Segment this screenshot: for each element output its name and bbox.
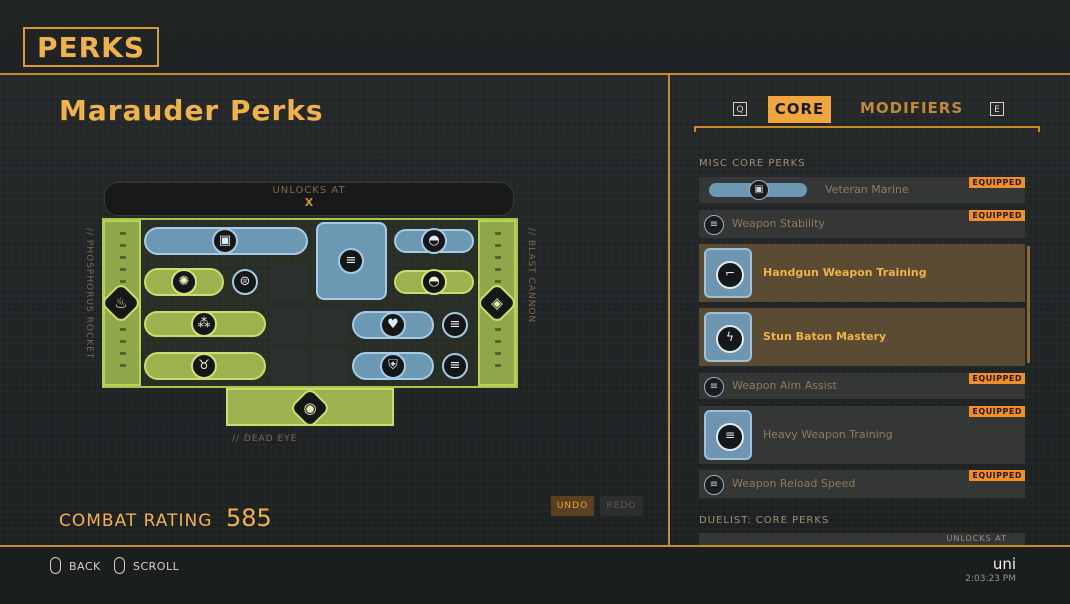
armor-icon[interactable]: ▣ <box>212 228 238 254</box>
perk-card: ≡ <box>704 410 752 460</box>
tab-underline <box>694 126 1040 132</box>
perk-label: Stun Baton Mastery <box>763 330 887 343</box>
empty-slot <box>312 307 348 343</box>
flame-icon: ♨ <box>114 294 128 312</box>
equipped-badge: EQUIPPED <box>969 210 1025 221</box>
gun-icon[interactable]: ≡ <box>442 312 468 338</box>
scrollbar[interactable] <box>1027 246 1030 363</box>
cannon-icon: ◈ <box>491 294 503 312</box>
bottom-bar <box>0 545 1070 604</box>
perk-row-weapon-stability[interactable]: ≡ Weapon Stability EQUIPPED <box>699 210 1025 238</box>
perk-label: Heavy Weapon Training <box>763 428 893 441</box>
eye-icon: ◉ <box>303 399 317 417</box>
redo-button[interactable]: REDO <box>600 496 643 516</box>
burst-icon[interactable]: ✺ <box>171 269 197 295</box>
perk-card: ⌐ <box>704 248 752 298</box>
reload-icon: ≡ <box>704 475 724 495</box>
heavy-weapon-icon: ≡ <box>716 423 744 451</box>
next-tab-key[interactable]: E <box>990 102 1004 116</box>
section-title: Marauder Perks <box>59 94 324 127</box>
equipped-badge: EQUIPPED <box>969 406 1025 417</box>
empty-slot <box>271 265 307 301</box>
panel-divider <box>668 73 670 545</box>
unlock-banner: UNLOCKS AT X <box>104 182 514 216</box>
stability-icon: ≡ <box>704 215 724 235</box>
perk-label: Veteran Marine <box>825 183 909 196</box>
undo-button[interactable]: UNDO <box>551 496 594 516</box>
gun-icon[interactable]: ≡ <box>442 353 468 379</box>
duelist-unlock-text: UNLOCKS AT <box>946 534 1007 543</box>
perk-card: ϟ <box>704 312 752 362</box>
ammo-icon[interactable]: ⁂ <box>191 311 217 337</box>
left-column-label: // PHOSPHORUS ROCKET <box>84 228 94 360</box>
page-title: PERKS <box>23 27 159 67</box>
perk-row-weapon-aim-assist[interactable]: ≡ Weapon Aim Assist EQUIPPED <box>699 373 1025 399</box>
equipped-badge: EQUIPPED <box>969 177 1025 188</box>
misc-core-perks-header: MISC CORE PERKS <box>699 158 806 169</box>
right-column-label: // BLAST CANNON <box>526 228 536 324</box>
username: uni <box>992 555 1016 573</box>
unlock-banner-value: X <box>304 196 314 209</box>
tab-modifiers[interactable]: MODIFIERS <box>860 99 964 117</box>
back-button[interactable]: BACK <box>69 560 101 573</box>
perk-label: Weapon Stability <box>732 217 825 230</box>
mouse-left-click-icon <box>50 557 61 574</box>
dome-icon[interactable]: ◓ <box>421 228 447 254</box>
perk-row-handgun-weapon-training[interactable]: ⌐ Handgun Weapon Training <box>699 244 1025 302</box>
combat-rating-value: 585 <box>226 504 272 532</box>
equipped-badge: EQUIPPED <box>969 373 1025 384</box>
clock: 2:03:23 PM <box>965 574 1016 584</box>
perk-label: Weapon Aim Assist <box>732 379 837 392</box>
duelist-core-perks-header: DUELIST: CORE PERKS <box>699 515 830 526</box>
empty-slot <box>271 307 307 343</box>
heart-icon[interactable]: ♥ <box>380 312 406 338</box>
perk-row-weapon-reload-speed[interactable]: ≡ Weapon Reload Speed EQUIPPED <box>699 470 1025 498</box>
mouse-scroll-icon <box>114 557 125 574</box>
aim-icon: ≡ <box>704 377 724 397</box>
gun-icon[interactable]: ≡ <box>338 248 364 274</box>
empty-slot <box>271 349 307 385</box>
bull-icon[interactable]: ♉ <box>191 353 217 379</box>
unlock-banner-text: UNLOCKS AT <box>272 185 346 196</box>
perk-tile-blue[interactable] <box>316 222 387 300</box>
perk-label: Handgun Weapon Training <box>763 266 927 279</box>
top-bar <box>0 0 1070 75</box>
perk-row-duelist[interactable]: UNLOCKS AT <box>699 533 1025 545</box>
equipped-badge: EQUIPPED <box>969 470 1025 481</box>
marine-icon: ▣ <box>749 180 769 200</box>
perk-row-heavy-weapon-training[interactable]: ≡ Heavy Weapon Training EQUIPPED <box>699 406 1025 464</box>
combat-rating-label: COMBAT RATING <box>59 511 213 531</box>
empty-slot <box>312 349 348 385</box>
baton-icon: ϟ <box>716 325 744 353</box>
perk-row-veteran-marine[interactable]: ▣ Veteran Marine EQUIPPED <box>699 177 1025 203</box>
handgun-icon: ⌐ <box>716 261 744 289</box>
prev-tab-key[interactable]: Q <box>733 102 747 116</box>
perk-row-stun-baton-mastery[interactable]: ϟ Stun Baton Mastery <box>699 308 1025 366</box>
scroll-hint: SCROLL <box>133 560 180 573</box>
shield-icon[interactable]: ⛨ <box>380 353 406 379</box>
tab-core[interactable]: CORE <box>768 96 831 123</box>
dead-eye-label: // DEAD EYE <box>232 434 298 444</box>
perk-label: Weapon Reload Speed <box>732 477 856 490</box>
dome-icon[interactable]: ◓ <box>421 269 447 295</box>
rifle-icon[interactable]: ⊜ <box>232 269 258 295</box>
